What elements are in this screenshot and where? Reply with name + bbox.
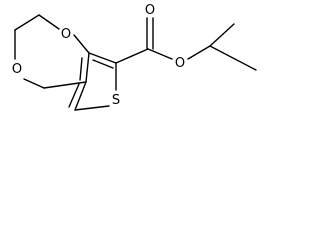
- bond-carbonyl-c-o-ester: [147, 48, 173, 60]
- atom-oxygen-ester: O: [175, 56, 185, 71]
- bond-c3a-c3: [88, 52, 117, 64]
- bond-o-c-upper-ring: [73, 34, 90, 54]
- atom-oxygen-upper-ring: O: [61, 27, 71, 42]
- bond-c3a-c3-double: [92, 59, 114, 69]
- bond-ch-ch3-lower: [209, 45, 257, 71]
- atom-oxygen-carbonyl: O: [145, 3, 155, 18]
- bond-c3a-c7a: [85, 52, 90, 83]
- bond-c1-c7a: [74, 81, 87, 111]
- chemical-structure-diagram: O O O O S: [12, 3, 257, 111]
- bond-c1-c7a-double: [68, 83, 80, 108]
- atom-sulfur-thiophene: S: [112, 93, 120, 108]
- bond-c3-carbonyl-c: [115, 48, 149, 64]
- bond-c-c-ethylene: [14, 14, 40, 31]
- atom-oxygen-lower-ring: O: [12, 62, 22, 77]
- bond-o-c-lower-ring: [23, 78, 45, 89]
- bond-c-o-upper: [38, 14, 60, 30]
- bond-o-ch: [187, 45, 211, 60]
- bond-c7a-c4-to-o: [43, 81, 87, 89]
- bond-c3a-c7a-double: [79, 57, 83, 81]
- bond-ch-ch3-upper: [209, 23, 235, 47]
- bond-s-c1: [74, 105, 110, 111]
